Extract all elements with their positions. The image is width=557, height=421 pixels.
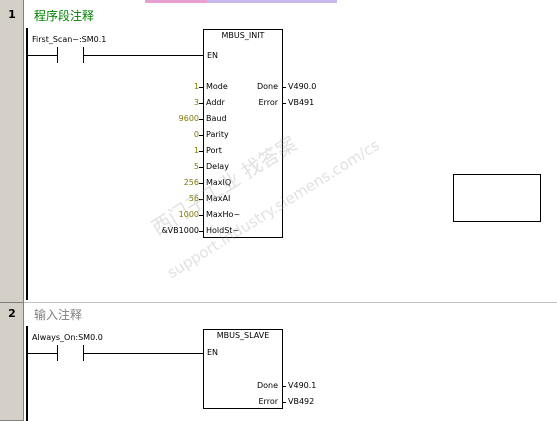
- mbus-init-input-pin: Port: [206, 146, 222, 155]
- empty-element-box[interactable]: [453, 174, 541, 222]
- network-2-wire-right: [84, 353, 203, 354]
- network-2-number: 2: [8, 307, 16, 320]
- network-1-contact-right-bar[interactable]: [83, 47, 84, 63]
- mbus-init-input-wire: [199, 135, 204, 136]
- network-2-gutter-cell[interactable]: [0, 303, 24, 421]
- network-gutter: [0, 0, 24, 421]
- mbus-init-input-wire: [199, 87, 204, 88]
- network-1-wire-right: [84, 55, 203, 56]
- mbus-slave-output-value[interactable]: V490.1: [288, 381, 317, 390]
- mbus-slave-en-pin: EN: [207, 348, 219, 357]
- mbus-init-output-value[interactable]: V490.0: [288, 82, 317, 91]
- network-1-contact-left-bar[interactable]: [57, 47, 58, 63]
- network-2-contact-left-bar[interactable]: [57, 345, 58, 361]
- mbus-init-input-pin: MaxAI: [206, 194, 231, 203]
- mbus-init-output-wire: [282, 103, 286, 104]
- mbus-init-input-wire: [199, 183, 204, 184]
- network-1-number: 1: [8, 8, 16, 21]
- mbus-init-input-value[interactable]: 256: [183, 178, 199, 187]
- mbus-init-input-value[interactable]: 56: [188, 194, 199, 203]
- network-separator: [24, 302, 557, 303]
- mbus-init-input-pin: Parity: [206, 130, 229, 139]
- mbus-init-input-value[interactable]: 1: [193, 146, 199, 155]
- mbus-init-output-pin: Done: [256, 82, 278, 91]
- mbus-slave-output-wire: [282, 402, 286, 403]
- mbus-init-input-pin: HoldSt~: [206, 226, 240, 235]
- mbus-init-output-pin: Error: [258, 98, 279, 107]
- mbus-init-input-wire: [199, 151, 204, 152]
- mbus-init-input-pin: Mode: [206, 82, 228, 91]
- mbus-init-input-wire: [199, 119, 204, 120]
- mbus-init-input-pin: MaxIQ: [206, 178, 232, 187]
- mbus-init-input-value[interactable]: 3: [193, 98, 199, 107]
- mbus-init-block[interactable]: MBUS_INIT EN: [203, 29, 283, 238]
- network-1-gutter-cell[interactable]: [0, 0, 24, 303]
- mbus-init-title: MBUS_INIT: [221, 31, 265, 40]
- mbus-init-input-pin: Baud: [206, 114, 227, 123]
- mbus-init-input-wire: [199, 167, 204, 168]
- mbus-init-input-pin: Delay: [206, 162, 229, 171]
- mbus-init-en-pin: EN: [207, 51, 219, 60]
- tab-strip-lilac: [207, 0, 337, 3]
- network-2-contact-label[interactable]: Always_On:SM0.0: [32, 333, 103, 342]
- mbus-init-input-value[interactable]: 1: [193, 82, 199, 91]
- tab-strip-pink: [145, 0, 207, 3]
- mbus-slave-output-pin: Done: [256, 381, 278, 390]
- mbus-init-input-wire: [199, 199, 204, 200]
- mbus-slave-block[interactable]: MBUS_SLAVE EN: [203, 329, 283, 409]
- network-1-contact-label[interactable]: First_Scan~:SM0.1: [32, 35, 107, 44]
- mbus-slave-output-pin: Error: [258, 397, 279, 406]
- mbus-init-input-value[interactable]: 5: [193, 162, 199, 171]
- network-2-comment[interactable]: 输入注释: [34, 308, 83, 322]
- mbus-init-input-pin: MaxHo~: [206, 210, 241, 219]
- mbus-init-output-value[interactable]: VB491: [288, 98, 315, 107]
- mbus-init-input-pin: Addr: [206, 98, 225, 107]
- network-2-power-rail: [26, 326, 28, 421]
- mbus-init-input-value[interactable]: &VB1000: [161, 226, 199, 235]
- network-1-power-rail: [26, 28, 28, 300]
- mbus-init-output-wire: [282, 87, 286, 88]
- mbus-init-input-wire: [199, 103, 204, 104]
- mbus-slave-output-wire: [282, 386, 286, 387]
- network-1-comment[interactable]: 程序段注释: [34, 9, 95, 23]
- mbus-init-input-wire: [199, 215, 204, 216]
- mbus-init-input-value[interactable]: 1000: [178, 210, 199, 219]
- mbus-init-input-value[interactable]: 9600: [178, 114, 199, 123]
- network-1-wire-left: [28, 55, 57, 56]
- network-2-contact-right-bar[interactable]: [83, 345, 84, 361]
- mbus-init-input-value[interactable]: 0: [193, 130, 199, 139]
- mbus-init-input-wire: [199, 231, 204, 232]
- mbus-slave-output-value[interactable]: VB492: [288, 397, 315, 406]
- network-2-wire-left: [28, 353, 57, 354]
- mbus-slave-title: MBUS_SLAVE: [216, 331, 270, 340]
